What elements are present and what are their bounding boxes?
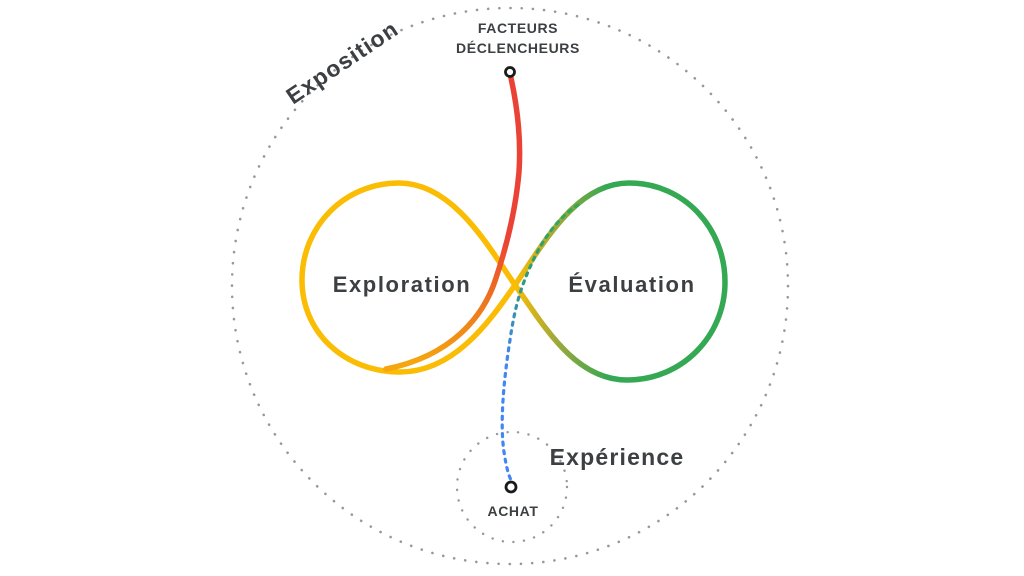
purchase-curve	[500, 203, 580, 482]
purchase-point	[504, 480, 518, 494]
label-experience: Expérience	[550, 444, 685, 470]
exposition-dotted-circle	[230, 6, 790, 566]
label-evaluation: Évaluation	[568, 272, 695, 297]
label-achat: ACHAT	[488, 503, 539, 519]
label-facteurs-line1: FACTEURS	[478, 20, 558, 36]
evaluation-loop	[512, 180, 728, 383]
experience-dotted-circle	[455, 430, 569, 544]
trigger-curve	[383, 75, 523, 372]
trigger-point	[504, 66, 516, 78]
label-exposition: Exposition	[281, 15, 403, 109]
exploration-loop	[299, 180, 518, 375]
label-exploration: Exploration	[333, 272, 472, 297]
label-facteurs-line2: DÉCLENCHEURS	[456, 40, 580, 56]
